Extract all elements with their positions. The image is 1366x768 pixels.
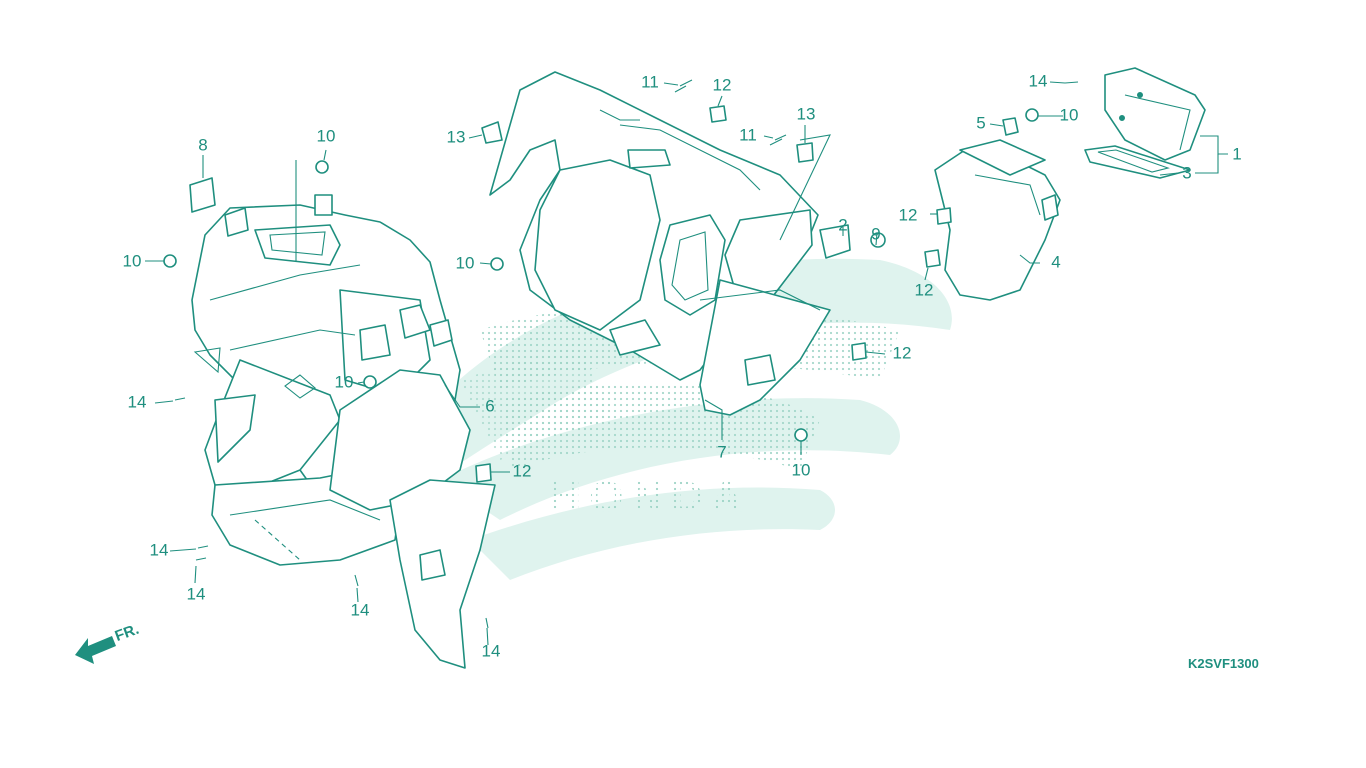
callout-labels: 8 10 10 14 14 14 14 14 10 6 12 10 13 11 … — [123, 71, 1242, 660]
callout-2: 2 — [838, 215, 847, 234]
callout-12: 12 — [899, 205, 918, 224]
callout-12: 12 — [893, 343, 912, 362]
callout-7: 7 — [717, 442, 726, 461]
callout-4: 4 — [1051, 252, 1060, 271]
callout-14: 14 — [187, 584, 206, 603]
callout-1: 1 — [1232, 144, 1241, 163]
front-direction-label: FR. — [113, 621, 142, 645]
callout-3: 3 — [1182, 163, 1191, 182]
leader-lines — [145, 81, 1228, 646]
callout-5: 5 — [976, 113, 985, 132]
callout-13: 13 — [447, 127, 466, 146]
callout-14: 14 — [351, 600, 370, 619]
callout-14: 14 — [1029, 71, 1048, 90]
callout-14: 14 — [150, 540, 169, 559]
callout-10: 10 — [335, 372, 354, 391]
callout-9: 9 — [871, 224, 880, 243]
honda-watermark-text: HONDA — [549, 473, 750, 522]
callout-12: 12 — [713, 75, 732, 94]
callout-10: 10 — [317, 126, 336, 145]
callout-12: 12 — [915, 280, 934, 299]
part-3-pad — [1084, 145, 1191, 179]
svg-text:HONDA: HONDA — [549, 473, 750, 522]
callout-13: 13 — [797, 104, 816, 123]
callout-10: 10 — [792, 460, 811, 479]
callout-11: 11 — [739, 125, 757, 144]
part-4-right-pocket — [934, 139, 1061, 301]
callout-10: 10 — [456, 253, 475, 272]
part-6-left-inner-cover — [191, 194, 496, 669]
callout-10: 10 — [123, 251, 142, 270]
callout-11: 11 — [641, 72, 659, 91]
callout-14: 14 — [128, 392, 147, 411]
diagram-code: K2SVF1300 — [1188, 656, 1259, 671]
callout-6: 6 — [485, 396, 494, 415]
part-7-center-inner-cover — [489, 71, 831, 416]
part-1-bracket — [1104, 67, 1206, 161]
front-direction-arrow-icon — [75, 636, 116, 664]
callout-10: 10 — [1060, 105, 1079, 124]
callout-14: 14 — [482, 641, 501, 660]
callout-12: 12 — [513, 461, 532, 480]
part-5-clip — [1002, 117, 1019, 136]
callout-8: 8 — [198, 135, 207, 154]
